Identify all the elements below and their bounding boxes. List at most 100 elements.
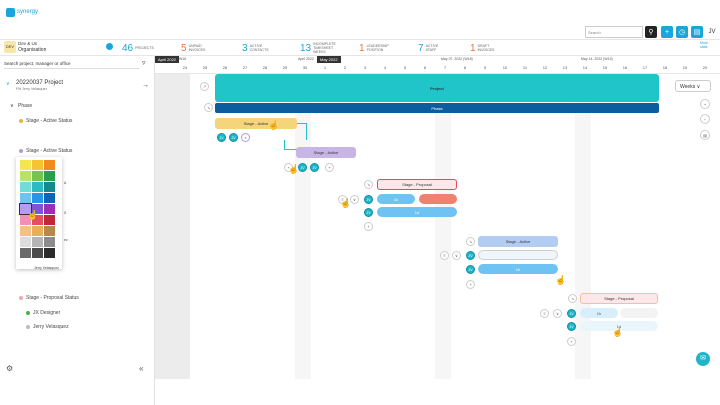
subtask-bar-ghost[interactable]: [620, 308, 658, 318]
color-swatch[interactable]: [20, 248, 31, 258]
color-swatch[interactable]: [44, 204, 55, 214]
subtask-bar-ghost[interactable]: [478, 250, 558, 260]
color-swatch[interactable]: [20, 182, 31, 192]
collapse-sidebar-icon[interactable]: «: [139, 364, 144, 373]
color-swatch[interactable]: [20, 171, 31, 181]
member-jerry[interactable]: Jerry Velasquez: [33, 324, 69, 330]
color-swatch[interactable]: [44, 171, 55, 181]
assignee-avatar[interactable]: JV: [310, 163, 319, 172]
color-swatch[interactable]: [44, 215, 55, 225]
stage-active-bar-2[interactable]: Stage - Active: [296, 147, 356, 158]
color-swatch[interactable]: [44, 160, 55, 170]
assignee-avatar[interactable]: JV: [567, 309, 576, 318]
project-bar[interactable]: Project: [215, 74, 659, 102]
more-stats-link[interactable]: More stats: [700, 41, 708, 49]
color-swatch[interactable]: [20, 215, 31, 225]
zoom-in-button[interactable]: +: [700, 99, 710, 109]
project-expand-icon[interactable]: ↗: [200, 82, 209, 91]
color-swatch[interactable]: [32, 171, 43, 181]
collapse-chevron-icon[interactable]: ∨: [6, 81, 10, 87]
add-subtask-button[interactable]: +: [325, 163, 334, 172]
color-swatch[interactable]: [32, 182, 43, 192]
search-button[interactable]: ⚲: [645, 26, 657, 38]
add-subtask-button[interactable]: +: [567, 337, 576, 346]
settings-gear-icon[interactable]: ⚙: [6, 364, 14, 373]
subtask-bar[interactable]: 1h: [377, 194, 415, 204]
add-button[interactable]: +: [661, 26, 673, 38]
org-badge[interactable]: DEV: [4, 41, 16, 53]
stage-active-bar-1[interactable]: Stage - Active: [215, 118, 297, 129]
collapse-chevron-icon[interactable]: ∨: [350, 195, 359, 204]
phase-expand-icon[interactable]: ↘: [204, 103, 213, 112]
subtask-bar[interactable]: 1d: [580, 321, 658, 331]
stage-expand-icon[interactable]: ↘: [466, 237, 475, 246]
color-swatch[interactable]: [32, 226, 43, 236]
color-swatch[interactable]: [32, 193, 43, 203]
subtask-bar-overdue[interactable]: [419, 194, 457, 204]
subtask-bar[interactable]: 1h: [580, 308, 618, 318]
add-assignee-button[interactable]: +: [284, 163, 293, 172]
stage-expand-icon[interactable]: ↘: [364, 180, 373, 189]
assignee-add-button[interactable]: ●: [241, 133, 250, 142]
color-swatch[interactable]: [44, 248, 55, 258]
color-swatch[interactable]: [32, 248, 43, 258]
phase-bar[interactable]: Phase: [215, 103, 659, 113]
stage-active-label-1[interactable]: Stage - Active Status: [26, 118, 73, 124]
user-avatar[interactable]: JV: [706, 26, 718, 38]
color-swatch[interactable]: [32, 237, 43, 247]
list-icon[interactable]: ≡: [338, 195, 347, 204]
timer-button[interactable]: ◷: [676, 26, 688, 38]
member-jx[interactable]: JX Designer: [33, 310, 61, 316]
stage-proposal-bar-1[interactable]: Stage - Proposal: [377, 179, 457, 190]
zoom-out-button[interactable]: −: [700, 114, 710, 124]
stage-proposal-label[interactable]: Stage - Proposal Status: [26, 295, 79, 301]
subtask-bar[interactable]: 1d: [377, 207, 457, 217]
phase-chevron-icon[interactable]: ∨: [10, 103, 14, 109]
save-icon[interactable]: ▤: [700, 130, 710, 140]
assignee-avatar[interactable]: JV: [466, 251, 475, 260]
assignee-avatar[interactable]: JV: [466, 265, 475, 274]
collapse-chevron-icon[interactable]: ∨: [452, 251, 461, 260]
color-swatch[interactable]: [20, 226, 31, 236]
color-swatch[interactable]: [32, 204, 43, 214]
assignee-avatar[interactable]: JV: [567, 322, 576, 331]
color-swatch[interactable]: [20, 193, 31, 203]
filter-icon[interactable]: ▿: [142, 60, 146, 67]
color-swatch[interactable]: [44, 226, 55, 236]
color-swatch[interactable]: [20, 160, 31, 170]
project-search-input[interactable]: Search project, manager or office: [4, 59, 139, 69]
color-swatch[interactable]: [44, 237, 55, 247]
add-subtask-button[interactable]: +: [466, 280, 475, 289]
assignee-avatar[interactable]: JV: [364, 195, 373, 204]
color-swatch[interactable]: [44, 182, 55, 192]
view-select[interactable]: Weeks ∨: [675, 80, 711, 92]
assignee-avatar[interactable]: JV: [229, 133, 238, 142]
assignee-avatar[interactable]: JV: [217, 133, 226, 142]
month-tab-april[interactable]: April 2022: [155, 56, 180, 63]
assignee-avatar[interactable]: JV: [298, 163, 307, 172]
stage-proposal-bar-2[interactable]: Stage - Proposal: [580, 293, 658, 304]
search-input[interactable]: Search: [585, 26, 643, 38]
collapse-chevron-icon[interactable]: ∨: [553, 309, 562, 318]
stage-expand-icon[interactable]: ↘: [568, 294, 577, 303]
color-swatch[interactable]: [20, 237, 31, 247]
calendar-icon[interactable]: ▤: [691, 26, 703, 38]
subtask-bar[interactable]: 1h: [478, 264, 558, 274]
color-swatch[interactable]: [44, 193, 55, 203]
chat-icon[interactable]: ✉: [696, 352, 710, 366]
stage-active-label-2[interactable]: Stage - Active Status: [26, 148, 73, 154]
add-subtask-button[interactable]: +: [364, 222, 373, 231]
open-project-arrow-icon[interactable]: →: [142, 82, 149, 89]
assignee-avatar[interactable]: JV: [364, 208, 373, 217]
stage-active-bar-3[interactable]: Stage - Active: [478, 236, 558, 247]
color-swatch[interactable]: [32, 215, 43, 225]
month-tab-may[interactable]: May 2022: [317, 56, 341, 63]
project-title[interactable]: 20220037 Project: [16, 80, 64, 86]
